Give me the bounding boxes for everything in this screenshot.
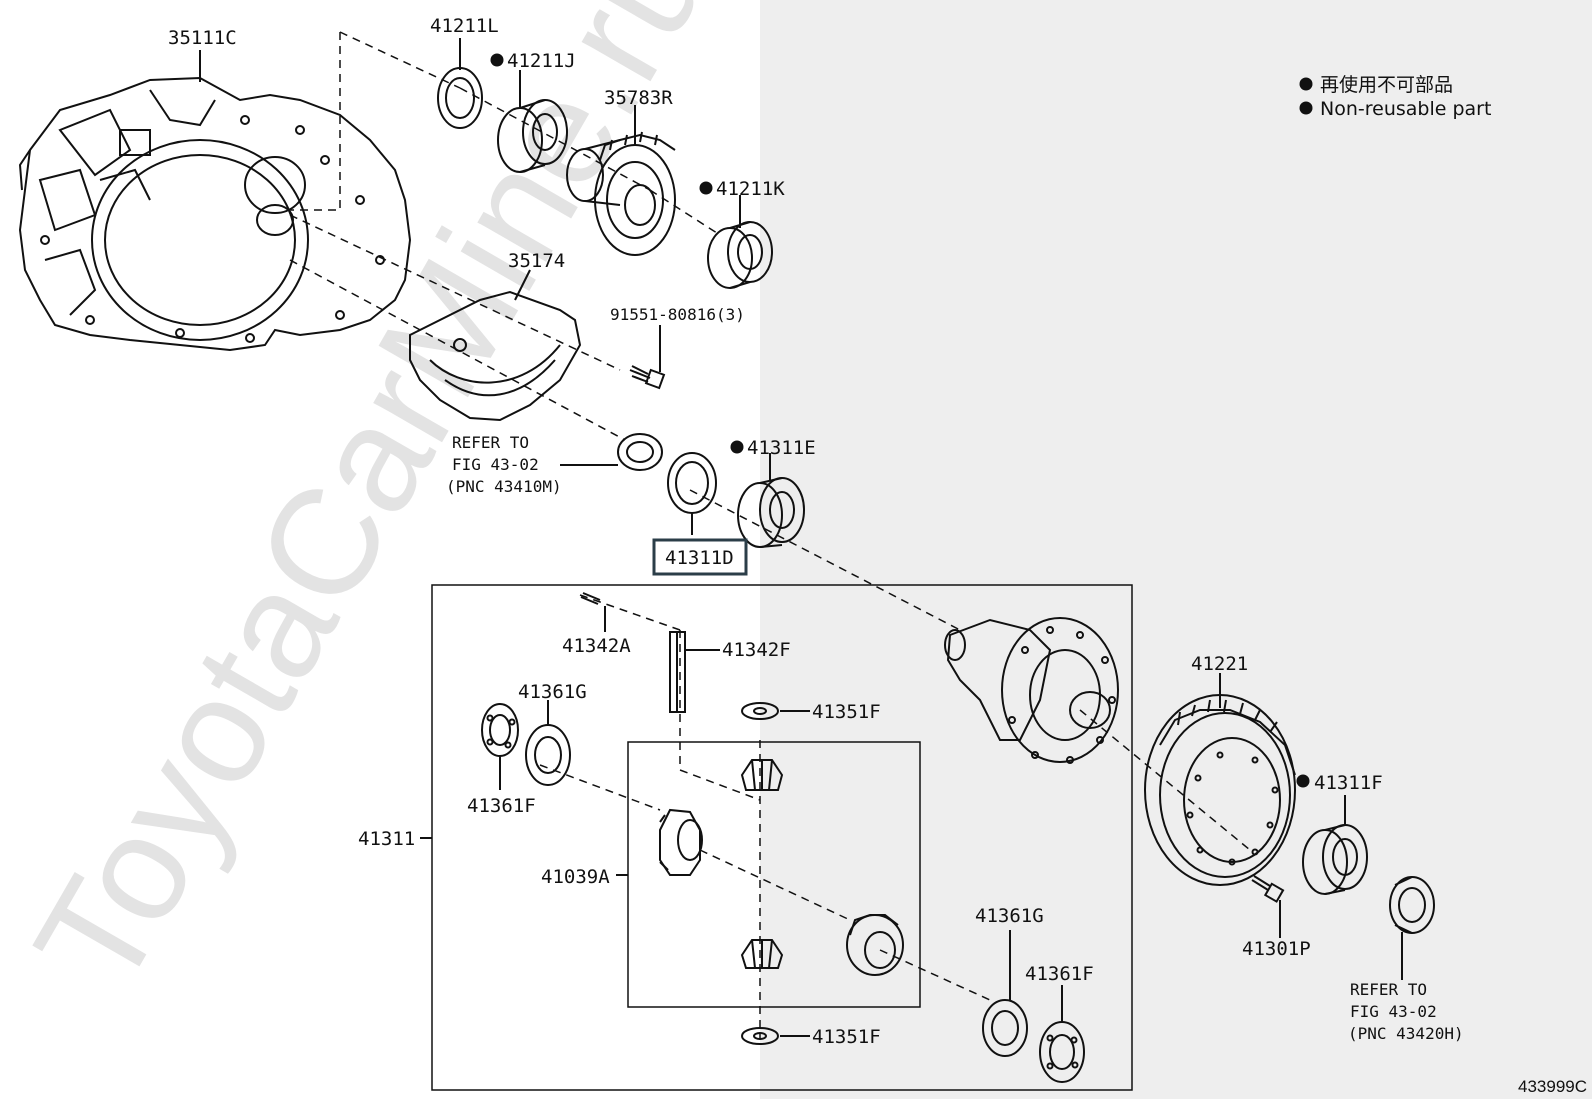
label-41351F-top[interactable]: 41351F <box>812 701 881 723</box>
shim-41311D[interactable] <box>667 452 717 514</box>
label-41351F-bottom[interactable]: 41351F <box>812 1026 881 1048</box>
seal-41211L[interactable] <box>437 67 483 129</box>
label-41211L[interactable]: 41211L <box>430 15 499 37</box>
transaxle-housing-drawing[interactable] <box>18 76 412 352</box>
side-gear-left[interactable] <box>659 808 703 876</box>
label-41361G-left[interactable]: 41361G <box>518 681 587 703</box>
label-41342A[interactable]: 41342A <box>562 635 631 657</box>
label-41311[interactable]: 41311 <box>358 828 415 850</box>
label-41311F[interactable]: 41311F <box>1314 772 1383 794</box>
label-41221[interactable]: 41221 <box>1191 653 1248 675</box>
shaft-41342F[interactable] <box>669 631 686 713</box>
label-41361F-right[interactable]: 41361F <box>1025 963 1094 985</box>
washer-41361F-left[interactable] <box>481 703 519 757</box>
refer-right-line2[interactable]: FIG 43-02 <box>1350 1002 1437 1021</box>
dot-41211K <box>699 181 713 195</box>
label-35174[interactable]: 35174 <box>508 250 565 272</box>
label-41301P[interactable]: 41301P <box>1242 938 1311 960</box>
label-41311E[interactable]: 41311E <box>747 437 816 459</box>
bolt-41301P[interactable] <box>1251 875 1285 903</box>
washer-41361G-right[interactable] <box>982 999 1028 1057</box>
refer-left-line3[interactable]: (PNC 43410M) <box>446 477 562 496</box>
label-41311D[interactable]: 41311D <box>665 547 734 569</box>
label-35783R[interactable]: 35783R <box>604 87 673 109</box>
label-41211J[interactable]: 41211J <box>507 50 576 72</box>
oil-seal-right[interactable] <box>1389 876 1435 934</box>
washer-41351F-top[interactable] <box>741 702 779 720</box>
shaded-panel <box>760 0 1592 1099</box>
ring-gear-41221[interactable] <box>1144 694 1296 886</box>
highlight-41311D <box>652 538 748 576</box>
refer-right-line3[interactable]: (PNC 43420H) <box>1348 1024 1464 1043</box>
non-reusable-markers <box>490 53 1313 788</box>
figure-reference: 433999C <box>1518 1077 1587 1096</box>
label-41361G-right[interactable]: 41361G <box>975 905 1044 927</box>
side-gear-right[interactable] <box>846 914 904 976</box>
bearing-41311E[interactable] <box>737 477 805 548</box>
watermark: ToyotaCarMine.ru <box>2 0 739 1016</box>
leader-35174 <box>514 269 531 301</box>
label-35111C[interactable]: 35111C <box>168 27 237 49</box>
legend-dot-2 <box>1299 101 1313 115</box>
pinion-gear-bottom[interactable] <box>740 939 784 969</box>
label-91551[interactable]: 91551-80816(3) <box>610 305 745 324</box>
oil-seal-left[interactable] <box>617 433 663 471</box>
refer-right-line1[interactable]: REFER TO <box>1350 980 1427 999</box>
label-41211K[interactable]: 41211K <box>716 178 785 200</box>
bolt-91551[interactable] <box>629 365 666 390</box>
legend-dot-1 <box>1299 77 1313 91</box>
differential-case[interactable] <box>944 617 1119 764</box>
label-41342F[interactable]: 41342F <box>722 639 791 661</box>
dot-41311E <box>730 440 744 454</box>
label-41039A[interactable]: 41039A <box>541 866 610 888</box>
legend-text-en: Non-reusable part <box>1320 98 1491 120</box>
pinion-gear-top[interactable] <box>740 759 784 791</box>
dot-41311F <box>1296 774 1310 788</box>
washer-41351F-bottom[interactable] <box>741 1027 779 1045</box>
legend-text-jp: 再使用不可部品 <box>1320 74 1453 96</box>
washer-41361G-left[interactable] <box>525 724 571 786</box>
dot-41211J <box>490 53 504 67</box>
pin-41342A[interactable] <box>580 592 601 605</box>
bearing-41211K[interactable] <box>707 221 773 289</box>
refer-left-line2[interactable]: FIG 43-02 <box>452 455 539 474</box>
label-41361F-left[interactable]: 41361F <box>467 795 536 817</box>
refer-left-line1[interactable]: REFER TO <box>452 433 529 452</box>
